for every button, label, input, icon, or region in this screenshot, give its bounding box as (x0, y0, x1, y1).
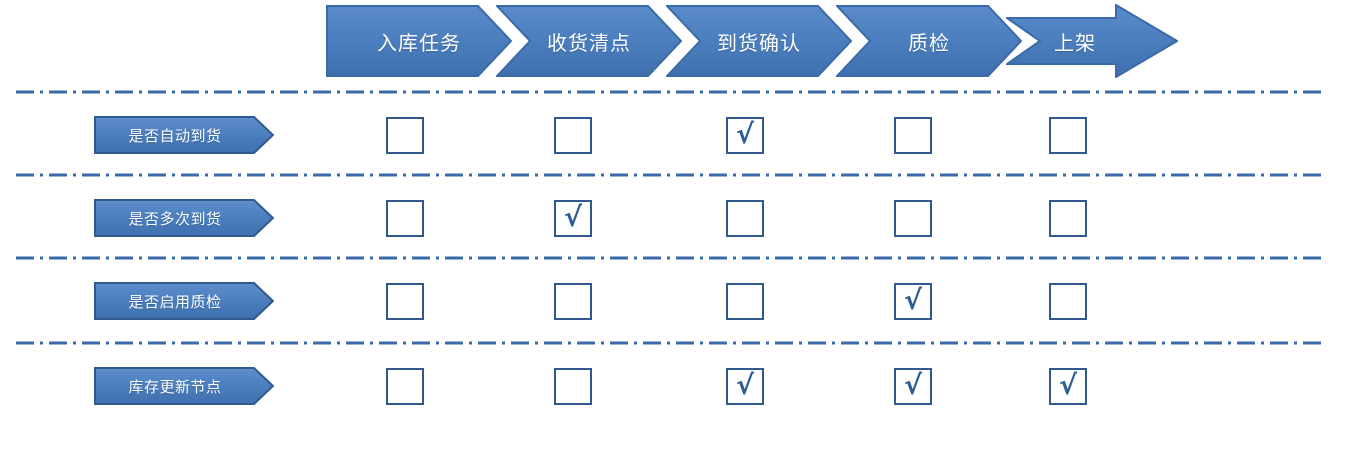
chevron-shape-icon (496, 5, 682, 77)
check-icon: √ (903, 370, 922, 401)
row-label-multi-arrival[interactable]: 是否多次到货 (94, 199, 274, 237)
check-icon: √ (735, 119, 754, 150)
checkbox-r1-c1[interactable]: √ (554, 200, 592, 237)
checkbox-r0-c3[interactable]: √ (894, 117, 932, 154)
row-label-text: 是否启用质检 (128, 293, 222, 311)
check-icon: √ (563, 202, 582, 233)
checkbox-r0-c1[interactable]: √ (554, 117, 592, 154)
row-label-text: 是否自动到货 (128, 127, 222, 145)
check-icon: √ (903, 285, 922, 316)
checkbox-r0-c0[interactable]: √ (386, 117, 424, 154)
checkbox-r1-c4[interactable]: √ (1049, 200, 1087, 237)
checkbox-r3-c4[interactable]: √ (1049, 368, 1087, 405)
chevron-shape-icon (836, 5, 1022, 77)
process-step-0[interactable]: 入库任务 (326, 4, 512, 78)
process-step-label: 入库任务 (377, 32, 461, 55)
row-label-text: 是否多次到货 (128, 210, 222, 228)
process-step-label: 到货确认 (717, 32, 801, 55)
row-separator (16, 256, 1326, 260)
checkbox-r0-c2[interactable]: √ (726, 117, 764, 154)
process-step-label: 质检 (908, 32, 950, 55)
checkbox-r2-c4[interactable]: √ (1049, 283, 1087, 320)
row-label-inventory-update-node[interactable]: 库存更新节点 (94, 367, 274, 405)
tag-shape-icon (94, 282, 274, 320)
row-separator (16, 341, 1326, 345)
process-step-1[interactable]: 收货清点 (496, 4, 682, 78)
checkbox-r2-c0[interactable]: √ (386, 283, 424, 320)
checkbox-r3-c2[interactable]: √ (726, 368, 764, 405)
tag-shape-icon (94, 199, 274, 237)
process-step-label: 上架 (1054, 32, 1096, 55)
checkbox-r2-c2[interactable]: √ (726, 283, 764, 320)
check-icon: √ (735, 370, 754, 401)
row-label-auto-arrival[interactable]: 是否自动到货 (94, 116, 274, 154)
checkbox-r3-c0[interactable]: √ (386, 368, 424, 405)
checkbox-r0-c4[interactable]: √ (1049, 117, 1087, 154)
checkbox-r2-c3[interactable]: √ (894, 283, 932, 320)
row-separator (16, 90, 1326, 94)
process-step-label: 收货清点 (547, 32, 631, 55)
tag-shape-icon (94, 367, 274, 405)
process-flow-band: 入库任务 收货清点 到货确认 质检 上架 (326, 4, 1178, 78)
row-separator (16, 173, 1326, 177)
arrow-right-shape-icon (1006, 4, 1178, 78)
checkbox-r3-c1[interactable]: √ (554, 368, 592, 405)
row-label-text: 库存更新节点 (128, 378, 222, 396)
row-label-enable-qc[interactable]: 是否启用质检 (94, 282, 274, 320)
chevron-shape-icon (666, 5, 852, 77)
checkbox-r2-c1[interactable]: √ (554, 283, 592, 320)
checkbox-r3-c3[interactable]: √ (894, 368, 932, 405)
chevron-shape-icon (326, 5, 512, 77)
checkbox-r1-c2[interactable]: √ (726, 200, 764, 237)
process-step-3[interactable]: 质检 (836, 4, 1022, 78)
process-step-4[interactable]: 上架 (1006, 4, 1178, 78)
process-step-2[interactable]: 到货确认 (666, 4, 852, 78)
tag-shape-icon (94, 116, 274, 154)
check-icon: √ (1058, 370, 1077, 401)
checkbox-r1-c3[interactable]: √ (894, 200, 932, 237)
checkbox-r1-c0[interactable]: √ (386, 200, 424, 237)
